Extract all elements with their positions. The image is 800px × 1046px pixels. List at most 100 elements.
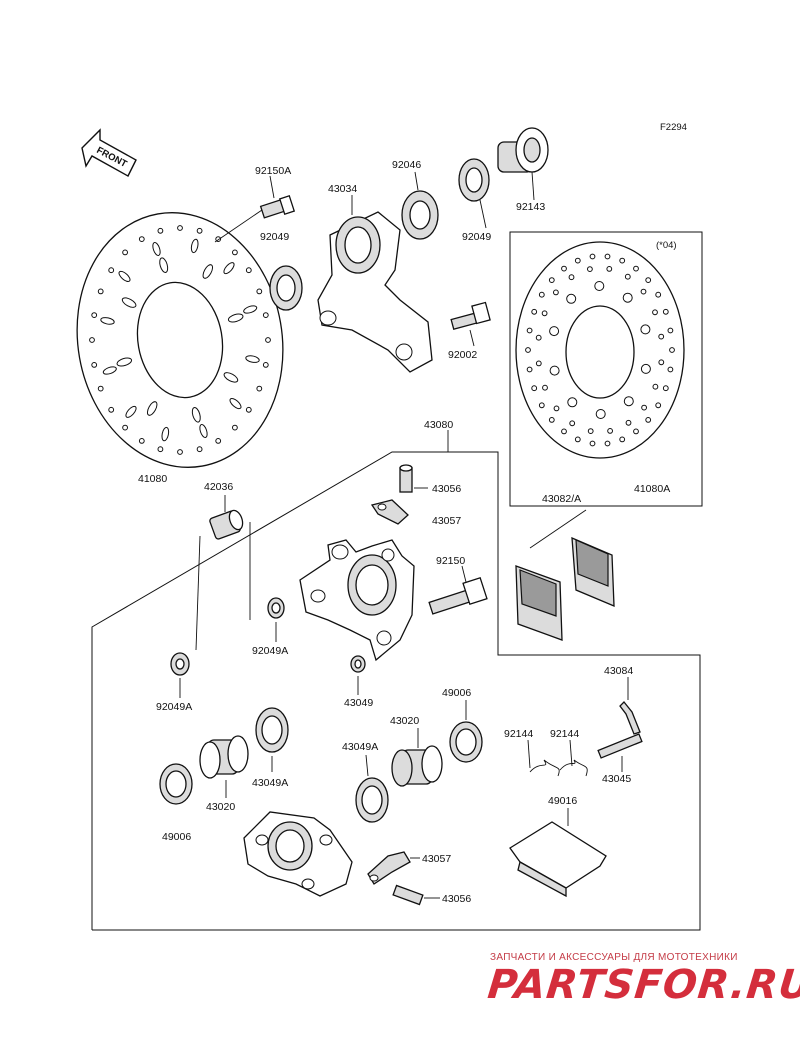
collar-92143	[497, 127, 549, 173]
disc-vent-hole	[125, 405, 137, 418]
disc-vent-hole	[256, 288, 263, 295]
label-49006-right: 49006	[442, 687, 471, 699]
disc-vent-hole	[122, 424, 128, 431]
disc-vent-hole	[232, 249, 238, 256]
disc-vent-hole	[232, 424, 238, 431]
disc-vent-hole	[229, 398, 242, 410]
disc-vent-hole	[531, 308, 538, 315]
bleeder-cap-43057-top	[370, 499, 409, 525]
seal-49006-right	[449, 721, 483, 763]
label-43057-bottom: 43057	[422, 853, 451, 865]
disc-vent-hole	[157, 227, 164, 234]
disc-vent-hole	[256, 385, 263, 392]
watermark-logo: PARTSFOR.RU	[485, 962, 800, 1008]
front-arrow-icon: FRONT	[81, 128, 137, 177]
disc-vent-hole	[589, 440, 596, 447]
disc-vent-hole	[157, 446, 164, 453]
disc-vent-hole	[553, 405, 560, 412]
label-92049-left: 92049	[260, 231, 289, 243]
disc-vent-hole	[542, 384, 548, 391]
disc-vent-hole	[245, 406, 252, 413]
disc-vent-hole	[561, 428, 567, 435]
washer-92049A-left	[170, 652, 190, 676]
seal-92049-right	[458, 158, 490, 202]
label-43056-top: 43056	[432, 483, 461, 495]
disc-vent-hole	[100, 317, 115, 325]
diagram-code: F2294	[660, 122, 687, 133]
caliper-body-upper	[299, 539, 415, 662]
disc-vent-hole	[548, 277, 555, 284]
disc-vent-hole	[262, 312, 269, 319]
disc-vent-hole	[574, 436, 581, 443]
disc-vent-hole	[538, 291, 545, 298]
disc-vent-hole	[625, 419, 632, 426]
caliper-body-lower	[243, 811, 353, 897]
disc-vent-hole	[146, 401, 158, 416]
disc-vent-hole	[622, 292, 633, 303]
disc-vent-hole	[526, 327, 533, 334]
disc-vent-hole	[652, 383, 659, 390]
bleeder-cap-43057-bottom	[367, 851, 411, 885]
disc-vent-hole	[595, 409, 606, 419]
pad-spring-49016	[509, 821, 607, 898]
caliper-bracket-43034	[317, 211, 433, 373]
disc-vent-hole	[640, 363, 651, 374]
disc-vent-hole	[662, 308, 669, 315]
brake-pad-43082-rear	[571, 536, 615, 607]
label-43020-left: 43020	[206, 801, 235, 813]
disc-vent-hole	[535, 360, 542, 367]
disc-vent-hole	[121, 297, 137, 308]
label-43049A-left: 43049A	[252, 777, 288, 789]
label-43057-top: 43057	[432, 515, 461, 527]
disc-vent-hole	[587, 266, 593, 273]
label-49006-left: 49006	[162, 831, 191, 843]
disc-vent-hole	[568, 274, 575, 281]
bolt-92150A	[259, 195, 296, 219]
disc-vent-hole	[526, 366, 533, 373]
disc-vent-hole	[655, 402, 662, 409]
disc-vent-hole	[607, 428, 613, 434]
disc-vent-hole	[265, 337, 271, 343]
bleeder-valve-43056-top	[399, 464, 413, 493]
label-43045: 43045	[602, 773, 631, 785]
label-41080: 41080	[138, 473, 167, 485]
disc-vent-hole	[138, 236, 145, 243]
disc-vent-hole	[587, 428, 594, 435]
disc-vent-hole	[589, 253, 596, 260]
brake-disc-41080	[76, 212, 284, 468]
disc-vent-hole	[89, 337, 95, 343]
label-92144-b: 92144	[550, 728, 579, 740]
washer-92049A-mid	[267, 597, 285, 619]
disc-vent-hole	[633, 265, 639, 272]
disc-vent-hole	[177, 449, 183, 455]
disc-vent-hole	[553, 289, 559, 296]
disc-vent-hole	[227, 313, 244, 323]
brake-disc-41080A	[515, 241, 685, 459]
label-92049A-mid: 92049A	[252, 645, 288, 657]
washer-92049-left	[269, 265, 303, 311]
disc-vent-hole	[116, 357, 133, 367]
label-92049-right: 92049	[462, 231, 491, 243]
spring-92144-a	[529, 759, 560, 777]
disc-vent-hole	[549, 326, 560, 337]
disc-vent-hole	[243, 305, 258, 314]
bleeder-valve-43056-bottom	[392, 884, 424, 906]
disc-vent-hole	[645, 417, 652, 423]
label-43056-bottom: 43056	[442, 893, 471, 905]
bolt-92002	[450, 301, 491, 330]
variant-frame	[509, 231, 703, 507]
disc-vent-hole	[97, 288, 104, 295]
disc-vent-hole	[190, 238, 199, 254]
label-92143: 92143	[516, 201, 545, 213]
disc-vent-hole	[531, 385, 538, 392]
assembly-frame	[91, 451, 701, 931]
disc-vent-hole	[641, 404, 647, 411]
disc-vent-hole	[223, 372, 239, 383]
disc-vent-hole	[619, 436, 626, 443]
disc-vent-hole	[574, 257, 581, 264]
piston-43020-left	[199, 735, 249, 779]
disc-vent-hole	[604, 253, 611, 260]
disc-vent-hole	[138, 438, 145, 444]
disc-vent-hole	[658, 359, 665, 366]
disc-vent-hole	[245, 355, 260, 363]
